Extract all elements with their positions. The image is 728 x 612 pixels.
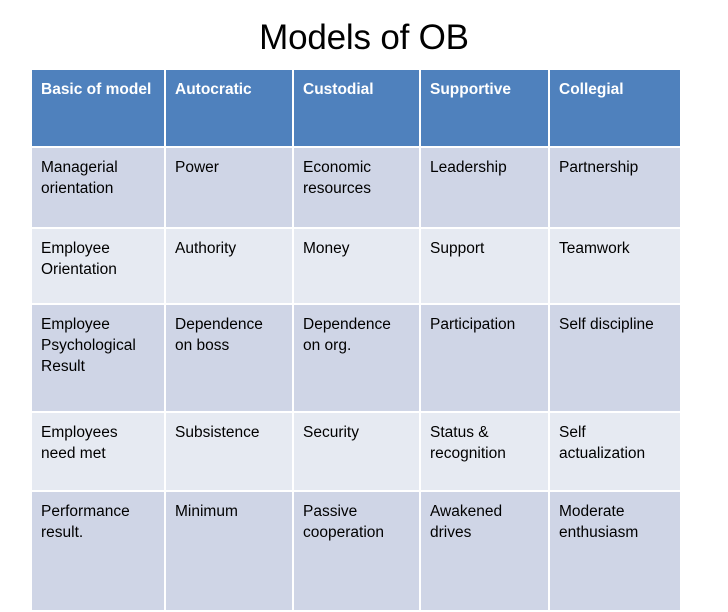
table-row: Employees need met Subsistence Security … — [32, 412, 680, 492]
column-header-supportive: Supportive — [420, 70, 550, 148]
table-cell: Self actualization — [549, 412, 680, 492]
table-header-row: Basic of model Autocratic Custodial Supp… — [32, 70, 680, 148]
table-row: Employee Orientation Authority Money Sup… — [32, 228, 680, 305]
table-header: Basic of model Autocratic Custodial Supp… — [32, 70, 680, 148]
row-label-cell: Performance result. — [32, 491, 166, 612]
table-cell: Moderate enthusiasm — [549, 491, 680, 612]
table-cell: Money — [293, 228, 421, 305]
table-cell: Security — [293, 412, 421, 492]
table-cell: Awakened drives — [420, 491, 550, 612]
column-header-basic-of-model: Basic of model — [32, 70, 166, 148]
table-cell: Partnership — [549, 147, 680, 229]
page-title: Models of OB — [259, 18, 469, 57]
column-header-custodial: Custodial — [293, 70, 421, 148]
table-cell: Economic resources — [293, 147, 421, 229]
table-cell: Dependence on boss — [165, 304, 294, 413]
row-label-cell: Managerial orientation — [32, 147, 166, 229]
table-cell: Dependence on org. — [293, 304, 421, 413]
table-body: Managerial orientation Power Economic re… — [32, 147, 680, 612]
row-label-cell: Employee Orientation — [32, 228, 166, 305]
table-cell: Self discipline — [549, 304, 680, 413]
table-cell: Passive cooperation — [293, 491, 421, 612]
table-row: Performance result. Minimum Passive coop… — [32, 491, 680, 612]
models-of-ob-table-container: Basic of model Autocratic Custodial Supp… — [32, 70, 680, 612]
table-cell: Teamwork — [549, 228, 680, 305]
slide-canvas: Models of OB Basic of model Autocratic C… — [32, 18, 680, 612]
table-cell: Support — [420, 228, 550, 305]
table-row: Employee Psychological Result Dependence… — [32, 304, 680, 413]
table-cell: Leadership — [420, 147, 550, 229]
row-label-cell: Employees need met — [32, 412, 166, 492]
table-cell: Authority — [165, 228, 294, 305]
models-of-ob-table: Basic of model Autocratic Custodial Supp… — [32, 70, 680, 612]
table-cell: Participation — [420, 304, 550, 413]
table-cell: Subsistence — [165, 412, 294, 492]
row-label-cell: Employee Psychological Result — [32, 304, 166, 413]
column-header-collegial: Collegial — [549, 70, 680, 148]
column-header-autocratic: Autocratic — [165, 70, 294, 148]
table-cell: Status & recognition — [420, 412, 550, 492]
table-cell: Minimum — [165, 491, 294, 612]
table-row: Managerial orientation Power Economic re… — [32, 147, 680, 229]
table-cell: Power — [165, 147, 294, 229]
